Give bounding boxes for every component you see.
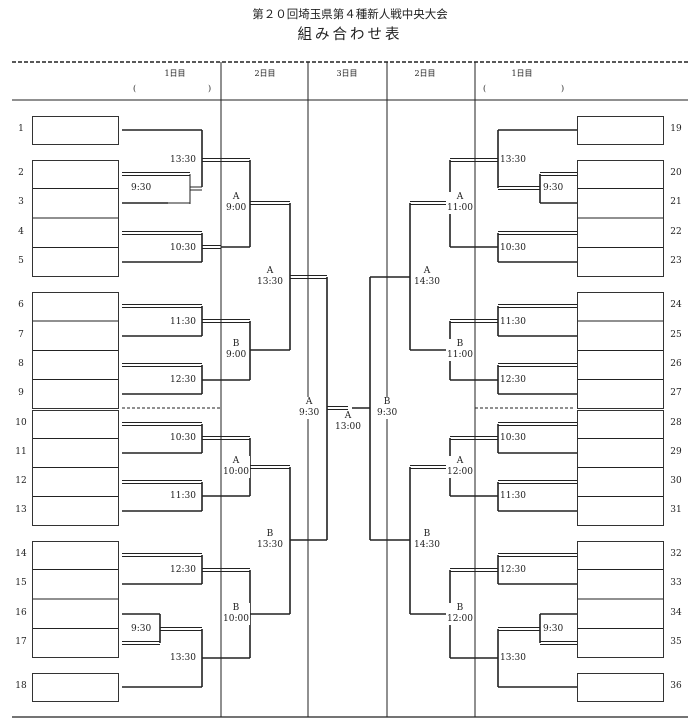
team-number-left: 18 — [15, 681, 27, 691]
right-day2-header: 2日目 — [414, 69, 436, 78]
right-day1-match-time: 10:30 — [499, 242, 527, 254]
team-slot — [32, 673, 119, 702]
team-number-right: 26 — [670, 359, 682, 369]
team-number-left: 7 — [18, 330, 24, 340]
left-day1-match-time: 12:30 — [169, 564, 197, 576]
team-number-left: 9 — [18, 388, 24, 398]
left-day1-match-time: 11:30 — [169, 316, 197, 328]
team-slot — [32, 410, 119, 526]
team-number-right: 32 — [670, 549, 682, 559]
team-number-right: 36 — [670, 681, 682, 691]
team-number-left: 1 — [18, 124, 24, 134]
right-day1-header: 1日目 — [511, 69, 533, 78]
team-slot — [577, 410, 664, 526]
team-slot — [577, 541, 664, 658]
team-number-left: 4 — [18, 227, 24, 237]
team-number-left: 10 — [15, 418, 27, 428]
team-slot — [32, 541, 119, 658]
left-day1-match-time: 9:30 — [130, 623, 153, 635]
team-slot — [577, 160, 664, 277]
team-number-left: 3 — [18, 197, 24, 207]
team-slot — [577, 292, 664, 409]
right-day1-match-time: 11:30 — [499, 490, 527, 502]
team-number-left: 5 — [18, 256, 24, 266]
team-slot — [32, 160, 119, 277]
team-number-left: 14 — [15, 549, 27, 559]
right-day1-match-time: 9:30 — [542, 182, 565, 194]
team-number-right: 19 — [670, 124, 682, 134]
team-number-left: 13 — [15, 505, 27, 515]
page-subtitle: 組み合わせ表 — [297, 27, 403, 43]
left-day1-match-time: 13:30 — [169, 652, 197, 664]
team-number-right: 35 — [670, 637, 682, 647]
team-number-right: 21 — [670, 197, 682, 207]
day3-header: 3日目 — [336, 69, 358, 78]
right-day1-match-time: 13:30 — [499, 154, 527, 166]
left-day1-header: 1日目 — [164, 69, 186, 78]
team-number-right: 24 — [670, 300, 682, 310]
team-number-left: 11 — [15, 447, 27, 457]
right-day1-match-time: 12:30 — [499, 374, 527, 386]
team-number-left: 2 — [18, 168, 24, 178]
right-day1-match-time: 9:30 — [542, 623, 565, 635]
right-day1-match-time: 12:30 — [499, 564, 527, 576]
team-number-left: 8 — [18, 359, 24, 369]
team-number-right: 22 — [670, 227, 682, 237]
team-number-left: 15 — [15, 578, 27, 588]
right-paren-close: ) — [561, 84, 565, 93]
team-number-right: 27 — [670, 388, 682, 398]
page-title: 第２０回埼玉県第４種新人戦中央大会 — [252, 7, 448, 21]
team-slot — [32, 292, 119, 409]
team-slot — [577, 673, 664, 702]
left-paren-open: ( — [133, 84, 137, 93]
left-day1-match-time: 9:30 — [130, 182, 153, 194]
left-day1-match-time: 13:30 — [169, 154, 197, 166]
team-number-left: 6 — [18, 300, 24, 310]
left-day2-header: 2日目 — [254, 69, 276, 78]
team-number-right: 29 — [670, 447, 682, 457]
right-paren-open: ( — [483, 84, 487, 93]
team-number-left: 12 — [15, 476, 27, 486]
team-number-left: 16 — [15, 608, 27, 618]
team-number-right: 33 — [670, 578, 682, 588]
right-day1-match-time: 10:30 — [499, 432, 527, 444]
team-number-right: 20 — [670, 168, 682, 178]
left-day1-match-time: 11:30 — [169, 490, 197, 502]
team-number-right: 28 — [670, 418, 682, 428]
right-day1-match-time: 13:30 — [499, 652, 527, 664]
left-paren-close: ) — [208, 84, 212, 93]
team-number-left: 17 — [15, 637, 27, 647]
team-number-right: 30 — [670, 476, 682, 486]
team-number-right: 25 — [670, 330, 682, 340]
team-number-right: 23 — [670, 256, 682, 266]
team-number-right: 31 — [670, 505, 682, 515]
left-day1-match-time: 12:30 — [169, 374, 197, 386]
left-day1-match-time: 10:30 — [169, 242, 197, 254]
team-slot — [577, 116, 664, 145]
team-number-right: 34 — [670, 608, 682, 618]
left-day1-match-time: 10:30 — [169, 432, 197, 444]
team-slot — [32, 116, 119, 145]
right-day1-match-time: 11:30 — [499, 316, 527, 328]
